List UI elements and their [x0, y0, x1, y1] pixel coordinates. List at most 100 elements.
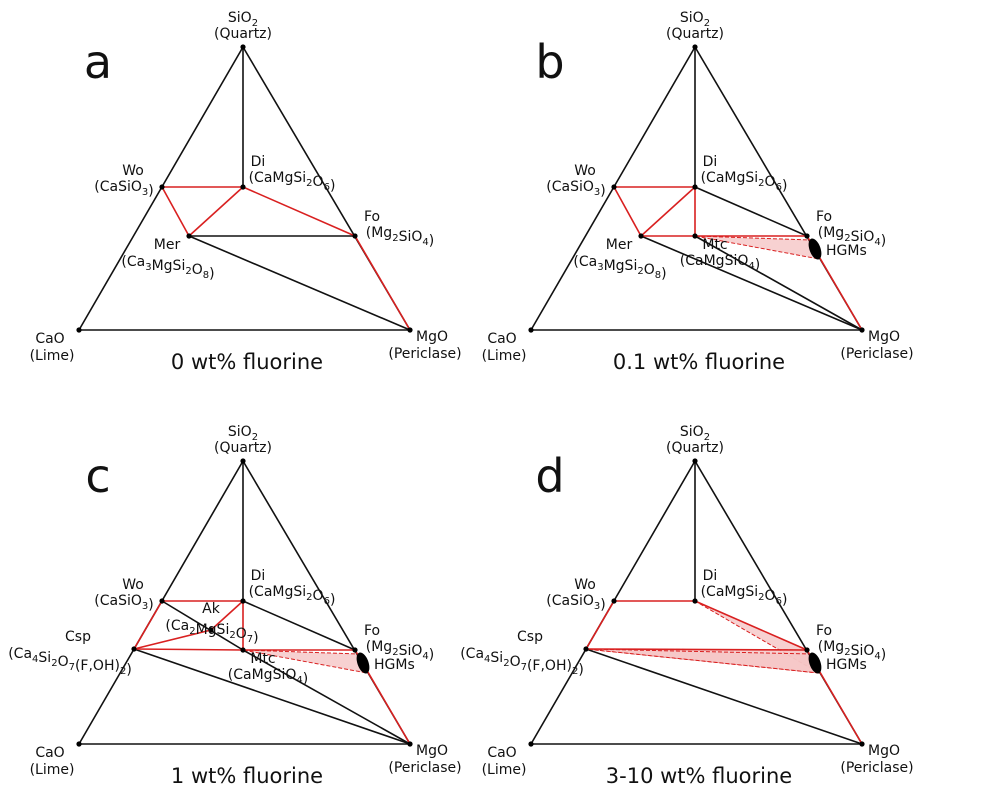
- tie-line-red: [161, 186, 190, 237]
- ternary-panel-a: SiO2(Quartz) Wo(CaSiO3) Di(CaMgSi2O6) Fo(Mg…: [30, 10, 462, 374]
- phase-point-mgo: [859, 327, 865, 333]
- phase-formula-di: (CaMgSi2O6): [701, 584, 788, 608]
- ternary-panel-d: HGMsSiO2(Quartz)Wo(CaSiO3)Di(CaMgSi2O6)C…: [460, 424, 913, 788]
- phase-formula-mgo: (Periclase): [388, 346, 461, 362]
- panel-title: 0 wt% fluorine: [171, 350, 323, 374]
- phase-name-mer: Mer: [154, 237, 181, 253]
- tie-line-black: [242, 649, 411, 745]
- phase-formula-wo: (CaSiO3): [546, 179, 605, 199]
- phase-name-fo: Fo: [816, 623, 832, 639]
- phase-name-cao: CaO: [487, 331, 516, 347]
- tie-line-black: [161, 600, 244, 651]
- phase-name-wo: Wo: [122, 163, 144, 179]
- phase-point-di: [692, 184, 698, 190]
- phase-formula-wo: (CaSiO3): [94, 179, 153, 199]
- phase-name-fo: Fo: [364, 623, 380, 639]
- tie-line-red: [133, 629, 212, 650]
- tie-line-red: [210, 600, 244, 631]
- phase-name-mgo: MgO: [416, 743, 448, 759]
- phase-point-sio2: [240, 44, 246, 50]
- phase-name-sio2: SiO2: [680, 10, 710, 29]
- phase-formula-di: (CaMgSi2O6): [249, 584, 336, 608]
- phase-point-di: [240, 598, 246, 604]
- hgm-label: HGMs: [374, 657, 415, 673]
- phase-point-wo: [611, 598, 617, 604]
- phase-name-wo: Wo: [574, 163, 596, 179]
- phase-point-di: [692, 598, 698, 604]
- phase-point-mgo: [407, 327, 413, 333]
- phase-name-di: Di: [251, 154, 266, 170]
- ternary-panel-c: HGMsSiO2(Quartz)Wo(CaSiO3)Di(CaMgSi2O6)A…: [8, 424, 461, 788]
- phase-point-fo: [352, 647, 358, 653]
- tie-line-black: [640, 235, 863, 331]
- phase-formula-wo: (CaSiO3): [546, 593, 605, 613]
- phase-name-sio2: SiO2: [228, 424, 258, 443]
- phase-name-cao: CaO: [35, 745, 64, 761]
- phase-formula-csp: (Ca4Si2O7(F,OH)2): [460, 646, 584, 678]
- phase-name-ak: Ak: [202, 601, 221, 617]
- phase-formula-fo: (Mg2SiO4): [366, 639, 434, 663]
- phase-point-fo: [804, 233, 810, 239]
- phase-formula-mgo: (Periclase): [840, 346, 913, 362]
- panel-title: 0.1 wt% fluorine: [613, 350, 785, 374]
- tie-line-black: [694, 235, 863, 331]
- hgm-label: HGMs: [826, 243, 867, 259]
- phase-point-sio2: [692, 458, 698, 464]
- phase-name-mgo: MgO: [416, 329, 448, 345]
- tie-line-red: [585, 648, 808, 651]
- panel-title: 3-10 wt% fluorine: [606, 764, 792, 788]
- phase-formula-mgo: (Periclase): [840, 760, 913, 776]
- phase-name-mtc: Mtc: [702, 237, 727, 253]
- phase-point-mer: [638, 233, 644, 239]
- phase-point-csp: [131, 646, 137, 652]
- phase-formula-fo: (Mg2SiO4): [818, 225, 886, 249]
- hgm-composition-field: [356, 652, 370, 674]
- tie-line-red: [354, 235, 411, 331]
- phase-point-cao: [528, 741, 534, 747]
- phase-formula-cao: (Lime): [482, 762, 527, 778]
- tie-line-red: [694, 600, 808, 651]
- phase-name-cao: CaO: [35, 331, 64, 347]
- tie-line-black: [133, 648, 411, 745]
- tie-line-red: [188, 186, 244, 237]
- phase-point-csp: [583, 646, 589, 652]
- phase-formula-mgo: (Periclase): [388, 760, 461, 776]
- tie-line-red: [640, 186, 696, 237]
- phase-name-csp: Csp: [517, 629, 543, 645]
- tie-line-red: [133, 600, 163, 650]
- tie-line-black: [188, 235, 411, 331]
- phase-name-fo: Fo: [816, 209, 832, 225]
- phase-point-mgo: [407, 741, 413, 747]
- phase-point-mer: [186, 233, 192, 239]
- phase-point-wo: [159, 184, 165, 190]
- phase-name-mgo: MgO: [868, 329, 900, 345]
- phase-formula-sio2: (Quartz): [666, 440, 724, 456]
- phase-point-mgo: [859, 741, 865, 747]
- phase-formula-di: (CaMgSi2O6): [701, 170, 788, 194]
- phase-formula-cao: (Lime): [482, 348, 527, 364]
- phase-name-mtc: Mtc: [250, 651, 275, 667]
- phase-formula-ak: (Ca2MgSi2O7): [165, 618, 258, 646]
- phase-formula-cao: (Lime): [30, 762, 75, 778]
- phase-name-di: Di: [251, 568, 266, 584]
- panel-letter: d: [535, 449, 564, 503]
- phase-formula-sio2: (Quartz): [214, 26, 272, 42]
- hgm-label: HGMs: [826, 657, 867, 673]
- tie-line-black: [694, 186, 808, 237]
- phase-formula-mtc: (CaMgSiO4): [228, 667, 308, 687]
- phase-name-csp: Csp: [65, 629, 91, 645]
- tie-line-red: [133, 648, 244, 651]
- hgm-composition-field: [808, 652, 822, 674]
- phase-point-di: [240, 184, 246, 190]
- phase-name-sio2: SiO2: [228, 10, 258, 29]
- phase-formula-cao: (Lime): [30, 348, 75, 364]
- phase-point-sio2: [692, 44, 698, 50]
- panel-letter: c: [85, 449, 110, 503]
- phase-formula-fo: (Mg2SiO4): [366, 225, 434, 249]
- tie-line-black: [242, 600, 356, 651]
- phase-name-fo: Fo: [364, 209, 380, 225]
- phase-formula-wo: (CaSiO3): [94, 593, 153, 613]
- phase-formula-di: (CaMgSi2O6): [249, 170, 336, 194]
- phase-formula-mer: (Ca3MgSi2O8): [121, 254, 214, 282]
- phase-formula-mtc: (CaMgSiO4): [680, 253, 760, 273]
